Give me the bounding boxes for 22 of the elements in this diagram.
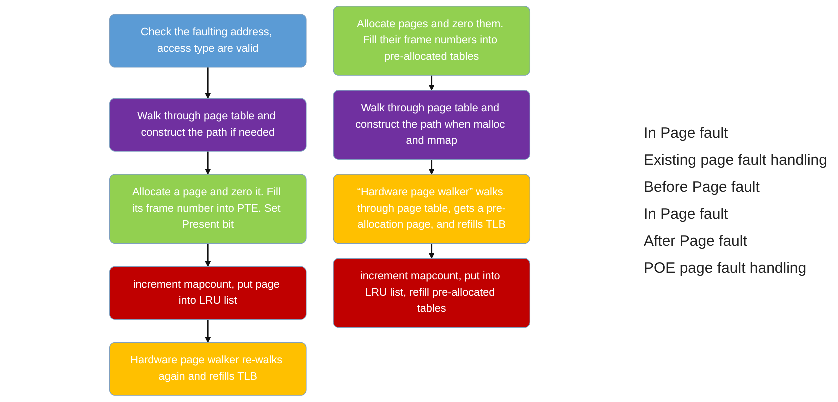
node-box: increment mapcount, put into LRU list, refill pre-allocated tables	[333, 258, 530, 328]
node-box: Allocate a page and zero it. Fill its frame number into PTE. Set Present bit	[110, 174, 307, 244]
arrow	[428, 76, 435, 91]
node-box: Walk through page table and construct the path when malloc and mmap	[333, 90, 530, 160]
note-text: In Page fault	[644, 125, 730, 142]
arrow	[205, 152, 212, 175]
arrow	[428, 160, 435, 175]
node-box: Check the faulting address, access type are valid	[110, 14, 307, 68]
node-box: Allocate pages and zero them. Fill their frame numbers into pre-allocated tables	[333, 6, 530, 76]
node-box: Hardware page walker re-walks again and refills TLB	[110, 342, 307, 396]
note-text: Before Page fault	[644, 179, 761, 196]
node-box: Walk through page table and construct the path if needed	[110, 98, 307, 152]
arrow	[205, 244, 212, 268]
arrow	[205, 67, 212, 99]
note-text: In Page fault	[644, 206, 730, 223]
arrow	[428, 244, 435, 259]
note-text: After Page fault	[644, 233, 748, 250]
note-text: POE page fault handling	[644, 260, 808, 277]
note-text: Existing page fault handling	[644, 152, 828, 169]
arrow	[205, 320, 212, 343]
node-box: “Hardware page walker” walks through page table, gets a pre-allocation page, and refills TLB	[333, 174, 530, 244]
node-box: increment mapcount, put page into LRU list	[110, 266, 307, 320]
